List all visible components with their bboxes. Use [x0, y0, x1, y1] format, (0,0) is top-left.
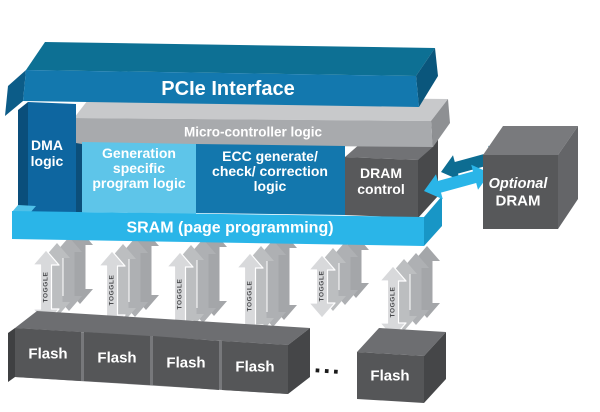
flash-row-top-face	[15, 311, 310, 345]
optional-dram-front-face	[483, 155, 558, 229]
toggle-arrow-5: TOGGLE	[308, 235, 369, 319]
ecc-label-line1: ECC generate/	[222, 148, 318, 164]
flash-4-front-face	[222, 341, 288, 394]
flash-4-label: Flash	[235, 359, 274, 376]
flash-5-block: Flash	[357, 328, 446, 403]
optional-dram-block: Optional DRAM	[483, 126, 578, 229]
generation-front-face	[82, 142, 196, 214]
flash-3-label: Flash	[166, 355, 205, 372]
generation-label-line2: specific	[113, 160, 165, 176]
block-gap-shadow	[76, 143, 82, 214]
dram-control-top-face	[345, 143, 434, 160]
dma-label-line1: DMA	[31, 137, 63, 153]
toggle-label-2: TOGGLE	[109, 274, 116, 305]
flash-5-side-face	[424, 332, 446, 403]
optional-dram-label-line1: Optional	[489, 176, 549, 192]
pcie-front-face	[23, 70, 419, 107]
toggle-arrow-6: TOGGLE	[379, 246, 440, 339]
ecc-logic-block: ECC generate/ check/ correction logic	[196, 144, 345, 215]
toggle-arrow-4: TOGGLE	[236, 233, 297, 341]
dma-left-face	[18, 102, 28, 222]
sram-label: SRAM (page programming)	[126, 220, 333, 237]
generation-label-line1: Generation	[102, 145, 176, 161]
ellipsis: ...	[313, 348, 343, 380]
flash-5-label: Flash	[370, 368, 409, 385]
sram-front-face	[12, 211, 424, 246]
micro-controller-front-face	[74, 118, 433, 147]
flash-row-left-face	[8, 328, 15, 382]
flash-3-front-face	[153, 336, 219, 390]
toggle-label-3: TOGGLE	[177, 278, 184, 309]
dma-label-line2: logic	[31, 153, 64, 169]
dram-control-front-face	[345, 157, 418, 218]
sram-top-face	[12, 205, 36, 213]
dma-front-face	[28, 102, 76, 216]
toggle-arrow-3: TOGGLE	[166, 232, 227, 337]
dma-logic-block: DMA logic	[18, 102, 76, 222]
flash-2-label: Flash	[97, 350, 136, 367]
ecc-label-line3: logic	[254, 178, 287, 194]
flash-5-front-face	[357, 352, 424, 403]
toggle-label-5: TOGGLE	[319, 270, 326, 301]
toggle-arrow-2: TOGGLE	[98, 231, 159, 331]
sram-side-face	[424, 196, 442, 246]
toggle-label-4: TOGGLE	[247, 280, 254, 311]
optional-dram-top-face	[483, 126, 578, 155]
ecc-front-face	[196, 144, 345, 215]
generation-program-logic-block: Generation specific program logic	[82, 142, 196, 214]
flash-5-top-face	[357, 328, 446, 356]
flash-row: Flash Flash Flash Flash	[8, 311, 310, 394]
flash-2-front-face	[84, 332, 150, 385]
dram-control-label-line2: control	[357, 181, 404, 197]
pcie-label: PCIe Interface	[161, 78, 294, 100]
toggle-label-6: TOGGLE	[390, 286, 397, 317]
micro-controller-side-face	[431, 99, 450, 147]
flash-row-right-face	[288, 328, 310, 394]
flash-1-front-face	[15, 328, 81, 381]
optional-dram-label-line2: DRAM	[496, 193, 541, 210]
pcie-side-face	[416, 48, 438, 107]
pcie-interface-slab: PCIe Interface	[5, 42, 438, 116]
generation-label-line3: program logic	[92, 175, 186, 191]
sram-slab: SRAM (page programming)	[12, 196, 442, 246]
dram-control-label-line1: DRAM	[360, 165, 402, 181]
optional-dram-side-face	[558, 126, 578, 229]
toggle-arrow-1: TOGGLE	[32, 230, 93, 325]
toggle-label-1: TOGGLE	[43, 271, 50, 302]
ecc-label-line2: check/ correction	[212, 163, 328, 179]
pcie-left-face	[5, 70, 26, 116]
flash-row-groove-base	[15, 328, 288, 394]
flash-1-label: Flash	[28, 346, 67, 363]
micro-controller-label: Micro-controller logic	[184, 125, 323, 140]
pcie-top-face	[26, 42, 435, 76]
